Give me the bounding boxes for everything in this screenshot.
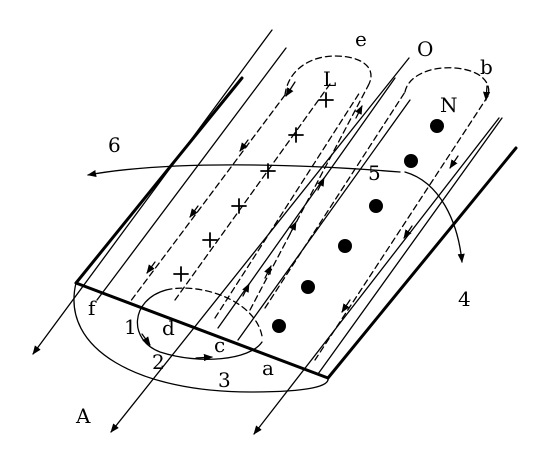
arrow-down-3 (146, 261, 156, 274)
loop-L-down-2 (174, 83, 331, 301)
dot-marker (369, 199, 383, 213)
flux-direction-arrows (146, 81, 491, 313)
label-O: O (417, 37, 433, 61)
inner-line-4 (317, 117, 503, 375)
slab-front-edge (74, 281, 330, 380)
inner-line-1 (96, 47, 287, 301)
arrow-up-2 (317, 177, 325, 191)
loop-N-top (404, 67, 490, 97)
cross-marker (260, 163, 276, 179)
path-6 (87, 164, 401, 178)
label-4: 4 (458, 287, 471, 311)
arrow-up-4 (264, 265, 272, 279)
dot-marker (404, 154, 418, 168)
labels: e O b L N 6 5 4 f 1 d c 2 3 a A (75, 27, 493, 428)
loop-1-outer (73, 282, 329, 393)
label-A: A (75, 404, 91, 428)
arrow-down-1 (239, 139, 249, 152)
lower-loops (73, 282, 329, 393)
slab-edge-left (74, 76, 244, 285)
into-page-markers (173, 92, 334, 282)
flux-loop-N (264, 67, 490, 361)
cross-marker (318, 92, 334, 108)
label-e: e (355, 27, 367, 51)
loop-L-up (249, 85, 369, 311)
cross-marker (202, 232, 218, 248)
label-1: 1 (124, 315, 137, 339)
out-of-page-markers (272, 119, 444, 333)
loop-L-up-2 (214, 91, 361, 319)
loop-3 (165, 287, 263, 337)
arrow-1 (141, 333, 151, 346)
arrow-2 (195, 353, 213, 362)
dot-marker (430, 119, 444, 133)
loop-N-up (264, 91, 406, 309)
loop-L-down-1 (129, 94, 286, 303)
dot-marker (301, 280, 315, 294)
arrow-right-down-2 (403, 225, 413, 239)
arrow-down-2 (189, 205, 199, 218)
label-3: 3 (218, 368, 231, 392)
flux-path-6-5-4 (87, 164, 465, 263)
label-2: 2 (152, 350, 165, 374)
label-6: 6 (108, 133, 121, 157)
loop-2 (136, 289, 263, 360)
label-f: f (88, 296, 97, 320)
arrow-up-5 (242, 283, 250, 297)
label-L: L (323, 67, 336, 91)
arrow-right-down-1 (449, 155, 459, 169)
loop-L-top (284, 55, 372, 96)
cross-marker (231, 198, 247, 214)
label-N: N (440, 93, 458, 117)
label-d: d (162, 316, 175, 340)
arrow-up-3 (289, 221, 297, 235)
label-c: c (214, 333, 225, 357)
current-line-f (32, 29, 273, 355)
current-line-A (110, 57, 410, 433)
loop-N-down (314, 95, 489, 361)
slab-edges (74, 76, 518, 380)
current-line-a (253, 117, 500, 435)
arrow-loop-top-e (285, 81, 296, 97)
cross-marker (288, 127, 304, 143)
dot-marker (272, 319, 286, 333)
inner-line-3 (237, 99, 411, 341)
arrow-loop-top-b (482, 85, 491, 101)
label-a: a (262, 356, 274, 380)
dot-marker (338, 239, 352, 253)
slab-edge-right (326, 146, 518, 380)
label-5: 5 (368, 161, 381, 185)
label-b: b (480, 55, 493, 79)
cross-marker (173, 266, 189, 282)
path-5-4 (404, 171, 465, 263)
arrow-right-down-3 (341, 299, 351, 313)
arrow-up-1 (355, 105, 363, 119)
